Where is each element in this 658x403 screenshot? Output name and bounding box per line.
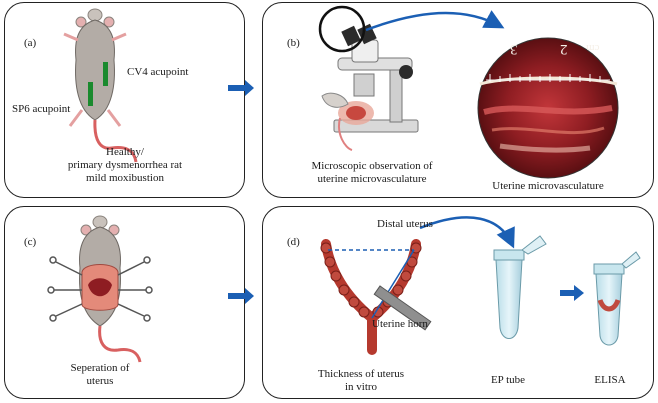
panel-a-caption: Healthy/ primary dysmenorrhea rat mild m…: [30, 146, 220, 185]
caliper-bar: [373, 285, 432, 331]
caption-line: in vitro: [344, 381, 378, 393]
ruler-mark-3: 3: [510, 41, 518, 57]
ep-tube-illustration: [493, 235, 547, 339]
distal-uterus-label: Distal uterus: [377, 218, 433, 230]
elisa-tube-illustration: [593, 251, 641, 346]
transfer-arrow: [419, 216, 515, 249]
panel-b-caption-right: Uterine microvasculature: [492, 180, 604, 192]
zoom-arrow: [365, 10, 505, 32]
panel-c-label: (c): [24, 236, 37, 248]
caption-line: Seperation of: [70, 362, 130, 374]
panel-d-label: (d): [287, 236, 300, 248]
cv4-marker: [103, 62, 108, 86]
panel-b-caption-left: Microscopic observation of uterine micro…: [292, 160, 452, 186]
microscope-illustration: [318, 5, 505, 151]
sp6-acupoint-label: SP6 acupoint: [12, 103, 71, 115]
ruler-mark-cm: cm: [586, 42, 600, 54]
caption-line: Thickness of uterus: [317, 368, 405, 380]
caption-line: Microscopic observation of: [311, 160, 433, 172]
panel-a-label: (a): [24, 37, 37, 49]
caption-line: primary dysmenorrhea rat: [67, 159, 183, 171]
elisa-label: ELISA: [594, 374, 626, 386]
cv4-acupoint-label: CV4 acupoint: [127, 66, 189, 78]
panel-c-caption: Seperation of uterus: [40, 362, 160, 388]
rat-c-illustration: [47, 215, 153, 363]
rat-a-illustration: [63, 8, 138, 163]
panel-c: [4, 206, 245, 399]
uterus-illustration: [320, 216, 515, 355]
panel-d-caption-left: Thickness of uterus in vitro: [306, 368, 416, 394]
ep-tube-label: EP tube: [490, 374, 526, 386]
caption-line: uterine microvasculature: [317, 173, 427, 185]
sp6-marker: [88, 82, 93, 106]
caption-line: uterus: [86, 375, 114, 387]
eyepiece-zoom-circle: [318, 5, 366, 53]
panel-d: [262, 206, 654, 399]
caption-line: mild moxibustion: [86, 172, 164, 184]
uterine-horn-label: Uterine horn: [372, 318, 428, 330]
microvasculature-photo: [477, 37, 619, 179]
panel-b-label: (b): [287, 37, 300, 49]
caption-line: Healthy/: [106, 146, 144, 158]
ruler-mark-2: 2: [560, 41, 568, 57]
